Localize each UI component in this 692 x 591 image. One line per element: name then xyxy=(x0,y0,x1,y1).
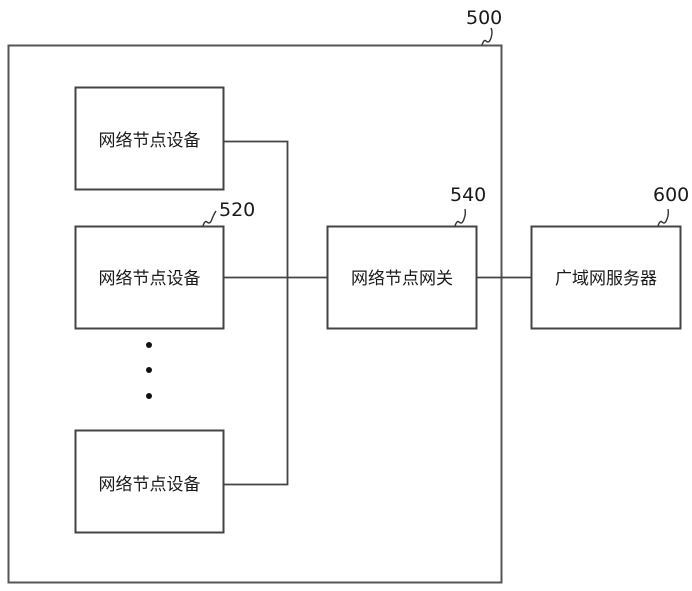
ellipsis-dot xyxy=(146,342,152,348)
ref-label-600: 600 xyxy=(653,184,689,206)
device-label-3: 网络节点设备 xyxy=(99,475,201,495)
device-label-2: 网络节点设备 xyxy=(99,269,201,289)
leader-600 xyxy=(657,208,670,227)
leader-540 xyxy=(454,208,467,227)
gateway-label: 网络节点网关 xyxy=(351,269,453,289)
server-label: 广域网服务器 xyxy=(555,269,657,289)
device-label-1: 网络节点设备 xyxy=(99,131,201,151)
ref-label-540: 540 xyxy=(450,184,486,206)
ref-label-500: 500 xyxy=(466,7,502,29)
ellipsis-dot xyxy=(146,393,152,399)
device-box-3[interactable] xyxy=(74,429,225,534)
connector-device-1 xyxy=(224,140,289,486)
server-box[interactable] xyxy=(530,225,682,330)
ref-label-520: 520 xyxy=(219,199,255,221)
ellipsis-dot xyxy=(146,367,152,373)
device-box-1[interactable] xyxy=(74,86,225,191)
leader-520 xyxy=(202,210,217,227)
leader-500 xyxy=(481,27,493,46)
system-container xyxy=(7,44,503,584)
gateway-box[interactable] xyxy=(326,225,478,330)
device-box-2[interactable] xyxy=(74,225,225,330)
